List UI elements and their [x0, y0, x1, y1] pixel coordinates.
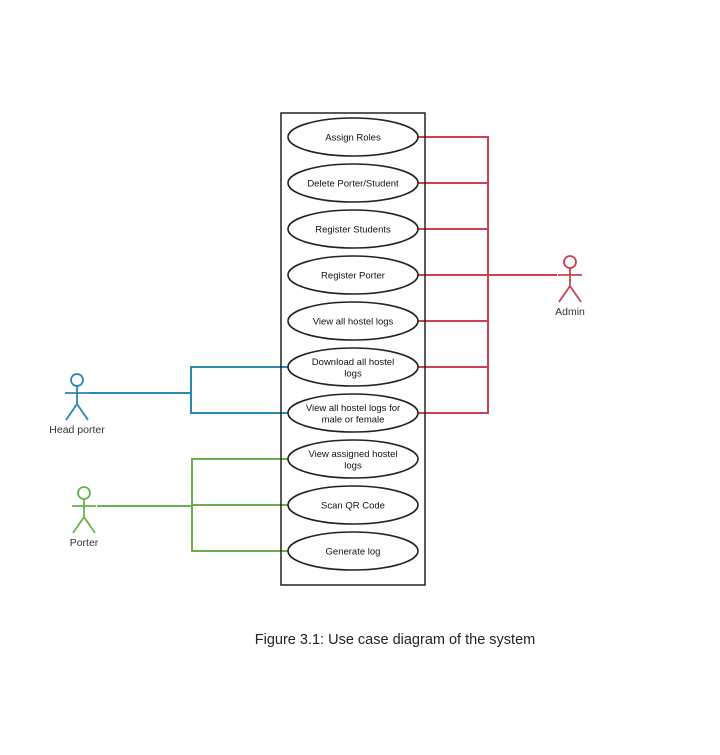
actor-head-icon [563, 255, 577, 269]
connector-lines [89, 136, 557, 552]
actor-left-leg [72, 516, 85, 534]
actor-left-leg [558, 285, 571, 303]
use-case-ellipse [287, 163, 419, 203]
actor-right-leg [76, 403, 89, 421]
figure-caption: Figure 3.1: Use case diagram of the syst… [254, 632, 536, 648]
actor-head-porter-label: Head porter [49, 424, 105, 436]
use-case-ellipse [287, 347, 419, 387]
actor-head-icon [77, 486, 91, 500]
use-case-label: Scan QR Code [321, 501, 385, 512]
use-case-register-porter: Register Porter [287, 255, 419, 295]
use-case-assign-roles: Assign Roles [287, 117, 419, 157]
use-case-label: View all hostel logs [313, 317, 394, 328]
use-case-delete-porter-student: Delete Porter/Student [287, 163, 419, 203]
actor-admin [558, 255, 582, 303]
actor-head-porter [65, 373, 89, 421]
use-case-ellipse [287, 531, 419, 571]
actor-porter [72, 486, 96, 534]
use-case-view-all-hostel-logs: View all hostel logs [287, 301, 419, 341]
use-case-label: Delete Porter/Student [307, 179, 399, 190]
use-case-ellipse [287, 393, 419, 433]
actor-head-icon [70, 373, 84, 387]
use-case-ellipse [287, 117, 419, 157]
use-case-label: Assign Roles [325, 133, 381, 144]
actor-right-leg [83, 516, 96, 534]
system-boundary [280, 112, 426, 586]
use-case-generate-log: Generate log [287, 531, 419, 571]
actor-left-leg [65, 403, 78, 421]
use-case-ellipse [287, 209, 419, 249]
actor-admin-label: Admin [555, 306, 585, 318]
use-case-ellipse [287, 255, 419, 295]
use-case-ellipse [287, 301, 419, 341]
use-case-register-students: Register Students [287, 209, 419, 249]
actor-right-leg [569, 285, 582, 303]
use-case-ellipse [287, 439, 419, 479]
use-case-label: Generate log [326, 547, 381, 558]
use-case-ellipse [287, 485, 419, 525]
use-case-label: Register Porter [321, 271, 385, 282]
use-case-scan-qr-code: Scan QR Code [287, 485, 419, 525]
actor-porter-label: Porter [70, 537, 99, 549]
use-case-label: Register Students [315, 225, 391, 236]
